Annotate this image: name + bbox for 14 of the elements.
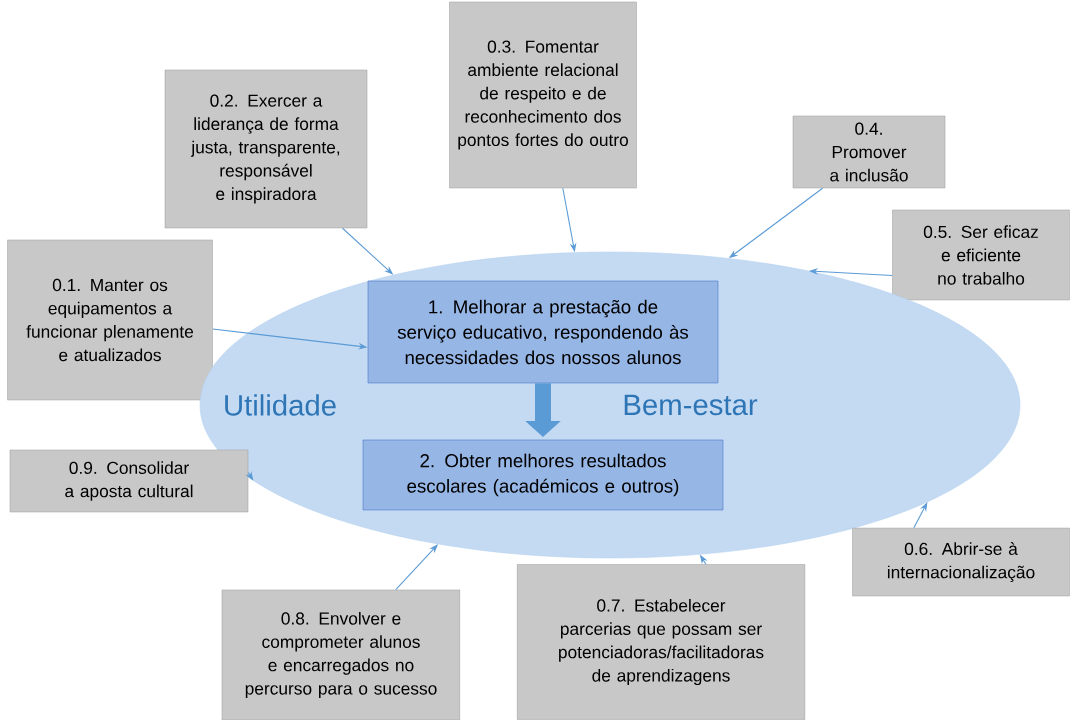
objective-box: 0.5. Ser eficaz e eficiente no trabalho [892,209,1070,301]
objective-box: 0.4. Promover a inclusão [792,115,946,189]
objective-box: 0.1. Manter os equipamentos a funcionar plenamente e atualizados [7,239,213,401]
objective-box: 0.8. Envolver e comprometer alunos e encarregados no percurso para o sucesso [221,589,461,720]
objective-box: 0.6. Abrir-se à internacionalização [852,527,1070,597]
objective-box: 0.2. Exercer a liderança de forma justa, transparente, responsável e inspiradora [164,69,368,229]
area-label: Bem-estar [624,394,758,416]
goal-box: 1. Melhorar a prestação de serviço educativo, respondendo às necessidades dos nossos alunos [367,280,719,384]
arrow [913,502,928,529]
goal-box: 2. Obter melhores resultados escolares (académicos e outros) [362,439,724,511]
objective-box: 0.3. Fomentar ambiente relacional de respeito e de reconhecimento dos pontos fortes do outro [449,1,637,189]
objective-box: 0.9. Consolidar a aposta cultural [9,449,249,513]
area-label: Utilidade [225,394,336,416]
objective-box: 0.7. Estabelecer parcerias que possam ser potenciadoras/facilitadoras de aprendizagens [516,564,806,720]
